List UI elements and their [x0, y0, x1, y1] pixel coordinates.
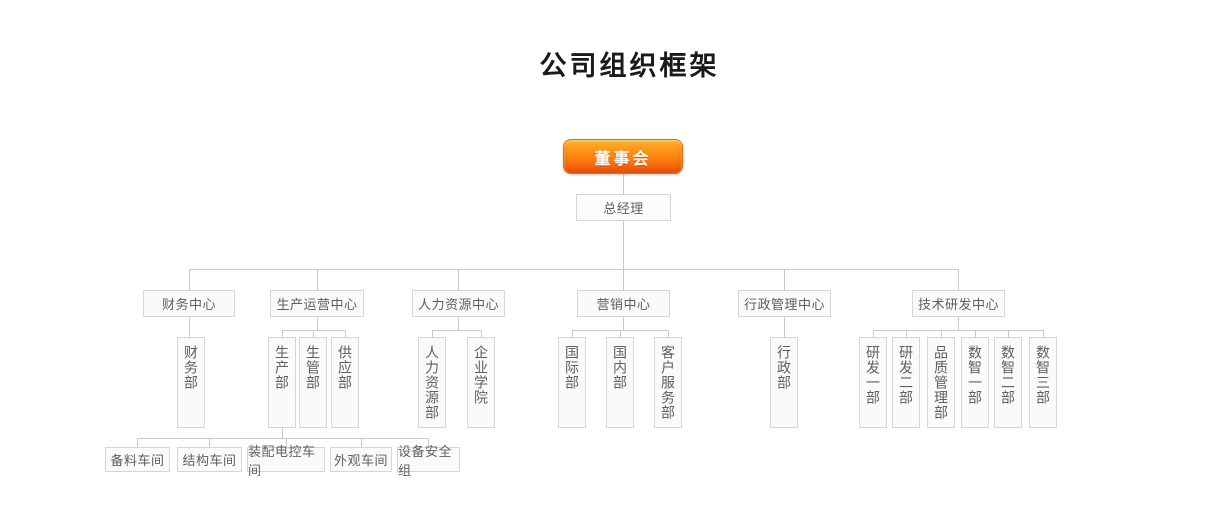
org-node-digital-dept-3: 数智三部: [1029, 337, 1057, 428]
org-node-hr-dept: 人力资源部: [418, 337, 446, 428]
org-node-rnd-dept-1: 研发一部: [859, 337, 887, 428]
org-node-enterprise-academy: 企业学院: [467, 337, 495, 428]
org-node-digital-dept-2: 数智二部: [994, 337, 1022, 428]
org-node-admin-dept: 行政部: [770, 337, 798, 428]
org-node-structure-workshop: 结构车间: [177, 447, 242, 472]
org-node-quality-mgmt-dept: 品质管理部: [927, 337, 955, 428]
org-node-digital-dept-1: 数智一部: [961, 337, 989, 428]
org-node-domestic-dept: 国内部: [606, 337, 634, 428]
org-node-finance-dept: 财务部: [177, 337, 205, 428]
org-node-rnd-dept-2: 研发二部: [892, 337, 920, 428]
org-node-marketing-center: 营销中心: [577, 290, 670, 317]
org-node-appearance-workshop: 外观车间: [330, 447, 392, 472]
org-node-production-mgmt-dept: 生管部: [299, 337, 327, 428]
org-node-board: 董事会: [563, 139, 683, 174]
org-node-production-ops-center: 生产运营中心: [270, 290, 364, 317]
org-node-customer-service-dept: 客户服务部: [654, 337, 682, 428]
org-node-equipment-safety-group: 设备安全组: [397, 444, 460, 478]
org-node-general-manager: 总经理: [576, 194, 671, 221]
org-node-material-prep-workshop: 备料车间: [105, 447, 170, 472]
org-node-hr-center: 人力资源中心: [412, 290, 505, 317]
org-node-production-dept: 生产部: [268, 337, 296, 428]
org-node-assembly-electric-control-workshop: 装配电控车间: [247, 444, 325, 478]
org-node-international-dept: 国际部: [558, 337, 586, 428]
org-node-finance-center: 财务中心: [143, 290, 235, 317]
page-title: 公司组织框架: [539, 51, 720, 81]
org-node-supply-dept: 供应部: [331, 337, 359, 428]
org-node-rnd-center: 技术研发中心: [912, 290, 1005, 317]
org-node-admin-mgmt-center: 行政管理中心: [738, 290, 831, 317]
